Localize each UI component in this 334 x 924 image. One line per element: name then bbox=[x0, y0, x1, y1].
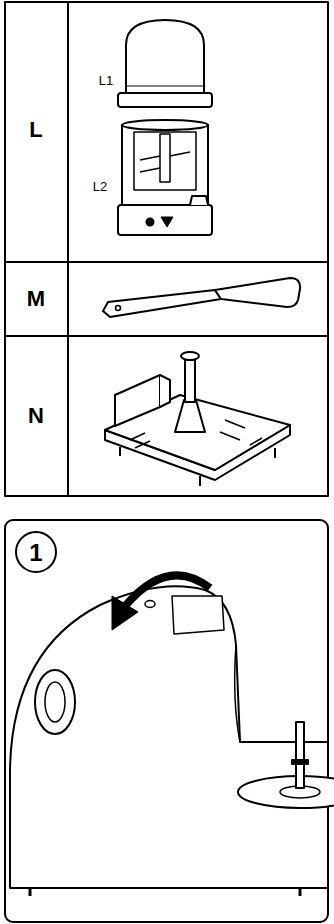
part-label: M bbox=[27, 288, 45, 310]
spatula bbox=[103, 278, 300, 317]
table-divider bbox=[67, 2, 69, 496]
chopper-lid bbox=[118, 20, 212, 107]
rotation-arrow bbox=[112, 575, 210, 630]
table-divider bbox=[5, 261, 328, 263]
step-circle bbox=[16, 532, 56, 572]
part-label: L1 bbox=[99, 74, 113, 87]
parts-table bbox=[5, 2, 328, 496]
part-label: L bbox=[29, 119, 42, 141]
table-divider bbox=[5, 335, 328, 337]
step-number: 1 bbox=[29, 541, 42, 565]
part-label: L2 bbox=[93, 180, 107, 193]
chopper-bowl bbox=[118, 120, 212, 235]
motor-unit bbox=[10, 586, 334, 896]
part-label: N bbox=[28, 405, 44, 427]
disc-holder bbox=[105, 352, 290, 486]
step-panel bbox=[5, 520, 328, 922]
